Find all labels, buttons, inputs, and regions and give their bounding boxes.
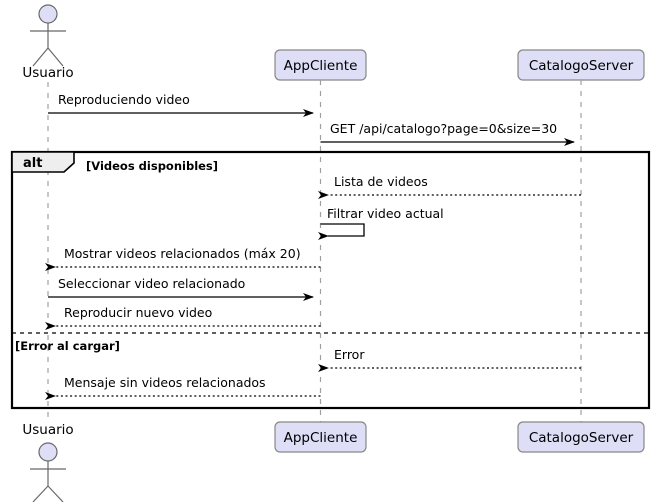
actor-head-icon: [38, 442, 58, 462]
message-label: Mensaje sin videos relacionados: [64, 375, 266, 390]
participant-catalogoserver-bottom[interactable]: CatalogoServer: [517, 421, 645, 453]
participant-box: [517, 421, 645, 453]
message-lista-de-videos[interactable]: Lista de videos: [318, 174, 581, 199]
actor-label-usuario-top: Usuario: [22, 65, 73, 81]
fragment-operator-tab: [11, 151, 75, 173]
participant-label: CatalogoServer: [529, 430, 634, 446]
fragment-border: [10, 150, 651, 410]
message-filtrar-video-actual[interactable]: Filtrar video actual: [318, 206, 444, 240]
participant-label: AppCliente: [284, 430, 358, 446]
message-label: Error: [334, 347, 365, 362]
message-reproduciendo-video[interactable]: Reproduciendo video: [48, 92, 314, 117]
fragment-guard-1: [Videos disponibles]: [86, 159, 218, 173]
actor-leg-left-line: [32, 485, 49, 502]
combined-fragment-alt[interactable]: alt [Videos disponibles] [Error al carga…: [10, 150, 651, 410]
actor-label-usuario-bottom: Usuario: [22, 422, 73, 438]
participant-catalogoserver-top[interactable]: CatalogoServer: [517, 49, 645, 81]
message-mostrar-videos-relacionados[interactable]: Mostrar videos relacionados (máx 20): [45, 246, 321, 271]
participant-label: AppCliente: [284, 58, 358, 74]
message-label: Reproduciendo video: [58, 92, 190, 107]
message-label: Reproducir nuevo video: [64, 305, 212, 320]
actor-head-icon: [38, 4, 58, 24]
message-self-loop-line: [318, 223, 365, 240]
actor-leg-right-line: [47, 47, 64, 67]
message-label: Mostrar videos relacionados (máx 20): [64, 246, 301, 261]
message-mensaje-sin-videos-relacionados[interactable]: Mensaje sin videos relacionados: [45, 375, 321, 400]
message-reproducir-nuevo-video[interactable]: Reproducir nuevo video: [45, 305, 321, 330]
actor-leg-right-line: [47, 485, 64, 502]
participant-label: CatalogoServer: [529, 58, 634, 74]
actor-leg-left-line: [32, 47, 49, 67]
message-label: Filtrar video actual: [327, 206, 444, 221]
participant-appcliente-top[interactable]: AppCliente: [274, 49, 367, 81]
actor-usuario-bottom[interactable]: Usuario: [22, 422, 74, 502]
actor-usuario-top[interactable]: Usuario: [22, 4, 74, 81]
message-label: Seleccionar video relacionado: [58, 276, 245, 291]
message-get-api-catalogo[interactable]: GET /api/catalogo?page=0&size=30: [320, 121, 575, 146]
participant-box: [274, 421, 367, 453]
message-error[interactable]: Error: [318, 347, 581, 372]
message-label: GET /api/catalogo?page=0&size=30: [330, 121, 557, 136]
fragment-guard-2: [Error al cargar]: [15, 339, 120, 353]
fragment-operator-label: alt: [23, 156, 42, 171]
message-seleccionar-video-relacionado[interactable]: Seleccionar video relacionado: [48, 276, 314, 301]
message-label: Lista de videos: [334, 174, 428, 189]
participant-appcliente-bottom[interactable]: AppCliente: [274, 421, 367, 453]
